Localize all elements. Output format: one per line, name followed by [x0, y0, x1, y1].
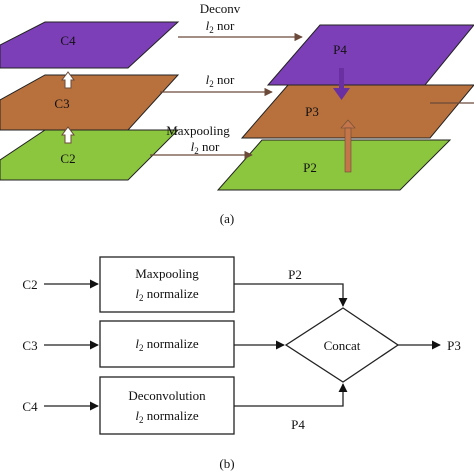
- output-p3-label: P3: [447, 338, 461, 353]
- p4-path-label: P4: [291, 417, 305, 432]
- box3-line1: Deconvolution: [128, 388, 206, 403]
- p4-layer: [266, 24, 474, 86]
- deconvolution-normalize-box: [99, 376, 235, 435]
- panel-a: C4 C3 C2 P4 P3 P2 Decon: [0, 1, 474, 226]
- box1-line2: l2 normalize: [135, 286, 199, 303]
- c2-label: C2: [60, 151, 75, 166]
- concat-label: Concat: [324, 338, 361, 353]
- caption-a: (a): [220, 211, 234, 226]
- p2-path-arrow: [234, 283, 348, 307]
- normalize-box: [99, 320, 235, 368]
- p2-to-p3-up-arrow-icon: [340, 119, 356, 173]
- c3-to-c4-up-arrow-icon: [61, 71, 75, 89]
- input-c2-label: C2: [22, 277, 37, 292]
- input-c4-label: C4: [22, 399, 38, 414]
- p3-layer: [240, 84, 474, 139]
- maxpooling-label: Maxpooling: [166, 123, 230, 138]
- p4-path-arrow: [234, 383, 348, 407]
- box3-line2: l2 normalize: [135, 408, 199, 425]
- c2-to-c3-up-arrow-icon: [61, 126, 75, 144]
- p2-path-label: P2: [288, 267, 302, 282]
- box1-line1: Maxpooling: [135, 266, 199, 281]
- p2-layer: [216, 139, 452, 191]
- input-c3-label: C3: [22, 338, 37, 353]
- p2-label: P2: [303, 160, 317, 175]
- maxpooling-normalize-box: [99, 256, 235, 313]
- concat-diamond: [284, 307, 400, 383]
- middle-norm-label: l2 nor: [206, 72, 235, 89]
- c3-label: C3: [54, 96, 69, 111]
- c3-layer: [0, 74, 180, 131]
- c2-layer: [0, 129, 180, 181]
- box2-line1: l2 normalize: [135, 336, 199, 353]
- deconv-norm-label: l2 nor: [206, 18, 235, 35]
- panel-b: C2 C3 C4 Maxpooling l2 normalize l2 norm…: [22, 256, 461, 471]
- caption-b: (b): [219, 456, 234, 471]
- p4-to-p3-down-arrow-icon: [333, 68, 350, 100]
- p3-label: P3: [305, 104, 319, 119]
- c4-layer: [0, 21, 180, 69]
- c4-label: C4: [60, 33, 76, 48]
- p4-label: P4: [333, 42, 347, 57]
- maxpooling-norm-label: l2 nor: [191, 139, 220, 156]
- deconv-label: Deconv: [200, 1, 241, 16]
